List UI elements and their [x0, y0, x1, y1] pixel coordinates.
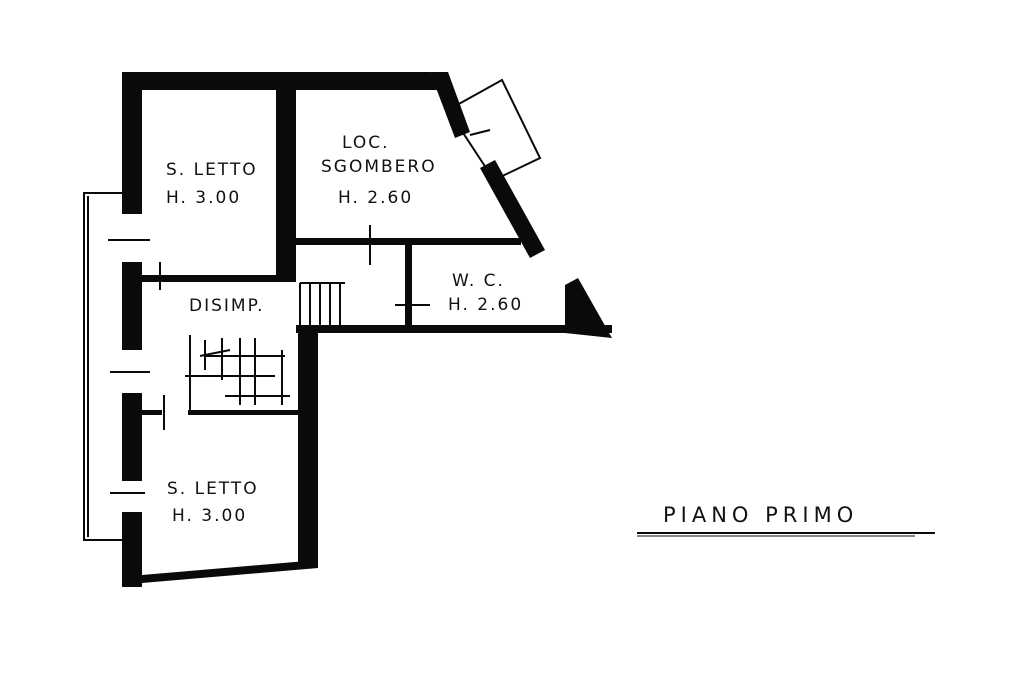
- bedroom-1-height: H. 3.00: [166, 188, 242, 208]
- storage-height: H. 2.60: [338, 188, 414, 208]
- storage-name-line2: SGOMBERO: [321, 157, 437, 177]
- storage-name-line1: LOC.: [342, 133, 390, 153]
- wc-name: W. C.: [452, 271, 505, 291]
- drawing-title: PIANO PRIMO: [663, 503, 859, 527]
- bedroom-1-name: S. LETTO: [166, 160, 258, 180]
- wc-height: H. 2.60: [448, 295, 524, 315]
- bedroom-2-name: S. LETTO: [167, 479, 259, 499]
- hallway-name: DISIMP.: [189, 296, 265, 316]
- walls: [122, 72, 612, 587]
- thin-lines: [83, 74, 935, 541]
- bedroom-2-height: H. 3.00: [172, 506, 248, 526]
